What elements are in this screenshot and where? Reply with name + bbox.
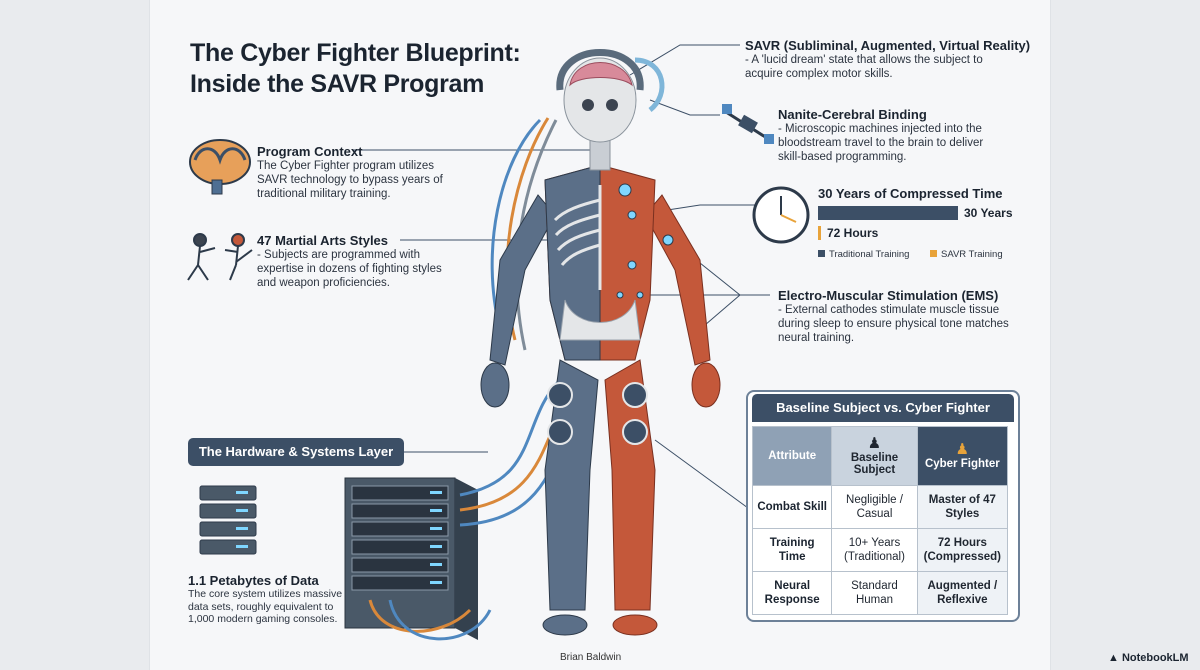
- header-baseline: ♟ Baseline Subject: [831, 426, 918, 486]
- martial-arts-heading: 47 Martial Arts Styles: [257, 233, 389, 248]
- page-title: The Cyber Fighter Blueprint: Inside the …: [190, 38, 521, 100]
- server-rack: [344, 477, 478, 640]
- notebook-icon: ▲: [1108, 652, 1119, 664]
- martial-arts-body: - Subjects are programmed with expertise…: [257, 249, 442, 289]
- bar-0: [818, 206, 958, 220]
- clock-icon: [752, 186, 810, 244]
- row-attribute: Neural Response: [751, 571, 833, 615]
- bar-label-1: 72 Hours: [827, 226, 879, 240]
- header-attribute: Attribute: [751, 426, 833, 486]
- table-row: Training Time 10+ Years (Traditional) 72…: [751, 528, 1009, 572]
- row-cyber: 72 Hours (Compressed): [916, 528, 1009, 572]
- brand-label: NotebookLM: [1121, 652, 1189, 664]
- data-stack-icon: [199, 485, 257, 555]
- baseline-person-icon: ♟: [867, 435, 882, 452]
- connector-savr: [629, 44, 740, 76]
- row-cyber: Master of 47 Styles: [916, 485, 1009, 529]
- header-cyber: ♟ Cyber Fighter: [916, 426, 1009, 486]
- row-baseline: Standard Human: [831, 571, 918, 615]
- ems-heading: Electro-Muscular Stimulation (EMS): [778, 288, 999, 303]
- row-attribute: Training Time: [751, 528, 833, 572]
- row-cyber: Augmented / Reflexive: [916, 571, 1009, 615]
- author-credit: Brian Baldwin: [560, 652, 622, 663]
- nanite-heading: Nanite-Cerebral Binding: [778, 107, 927, 122]
- human-figure: [480, 49, 721, 636]
- nanite-body: - Microscopic machines injected into the…: [778, 123, 984, 163]
- program-context-body: The Cyber Fighter program utilizes SAVR …: [257, 160, 443, 200]
- row-attribute: Combat Skill: [751, 485, 833, 529]
- cyber-person-icon: ♟: [955, 441, 970, 458]
- hardware-badge: The Hardware & Systems Layer: [188, 438, 404, 466]
- brain-icon: [189, 139, 251, 195]
- time-heading: 30 Years of Compressed Time: [818, 186, 1003, 201]
- petabytes-heading: 1.1 Petabytes of Data: [188, 573, 319, 588]
- table-row: Combat Skill Negligible / Casual Master …: [751, 485, 1009, 529]
- legend-label-0: Traditional Training: [829, 249, 909, 260]
- connector-nanite: [649, 99, 720, 116]
- nanite-satellite-icon: [722, 104, 774, 144]
- connector-ems-3: [704, 294, 770, 326]
- row-baseline: Negligible / Casual: [831, 485, 918, 529]
- legend-swatch-1: [930, 250, 937, 257]
- comparison-table: Attribute ♟ Baseline Subject ♟ Cyber Fig…: [751, 426, 1009, 615]
- savr-body: - A 'lucid dream' state that allows the …: [745, 54, 983, 80]
- bar-label-0: 30 Years: [964, 206, 1013, 220]
- brand-logo: ▲ NotebookLM: [1108, 652, 1189, 664]
- connector-comparison: [654, 439, 749, 509]
- savr-heading: SAVR (Subliminal, Augmented, Virtual Rea…: [745, 38, 1031, 53]
- comparison-title: Baseline Subject vs. Cyber Fighter: [752, 394, 1014, 422]
- legend-swatch-0: [818, 250, 825, 257]
- legend-label-1: SAVR Training: [941, 249, 1003, 260]
- program-context-heading: Program Context: [257, 144, 363, 159]
- title-line-1: The Cyber Fighter Blueprint:: [190, 39, 521, 67]
- martial-arts-icon: [187, 233, 253, 281]
- petabytes-body: The core system utilizes massive data se…: [188, 588, 343, 625]
- bar-1: [818, 226, 821, 240]
- title-line-2: Inside the SAVR Program: [190, 70, 485, 98]
- table-row: Neural Response Standard Human Augmented…: [751, 571, 1009, 615]
- comparison-header-row: Attribute ♟ Baseline Subject ♟ Cyber Fig…: [751, 426, 1009, 486]
- row-baseline: 10+ Years (Traditional): [831, 528, 918, 572]
- ems-body: - External cathodes stimulate muscle tis…: [778, 304, 1009, 344]
